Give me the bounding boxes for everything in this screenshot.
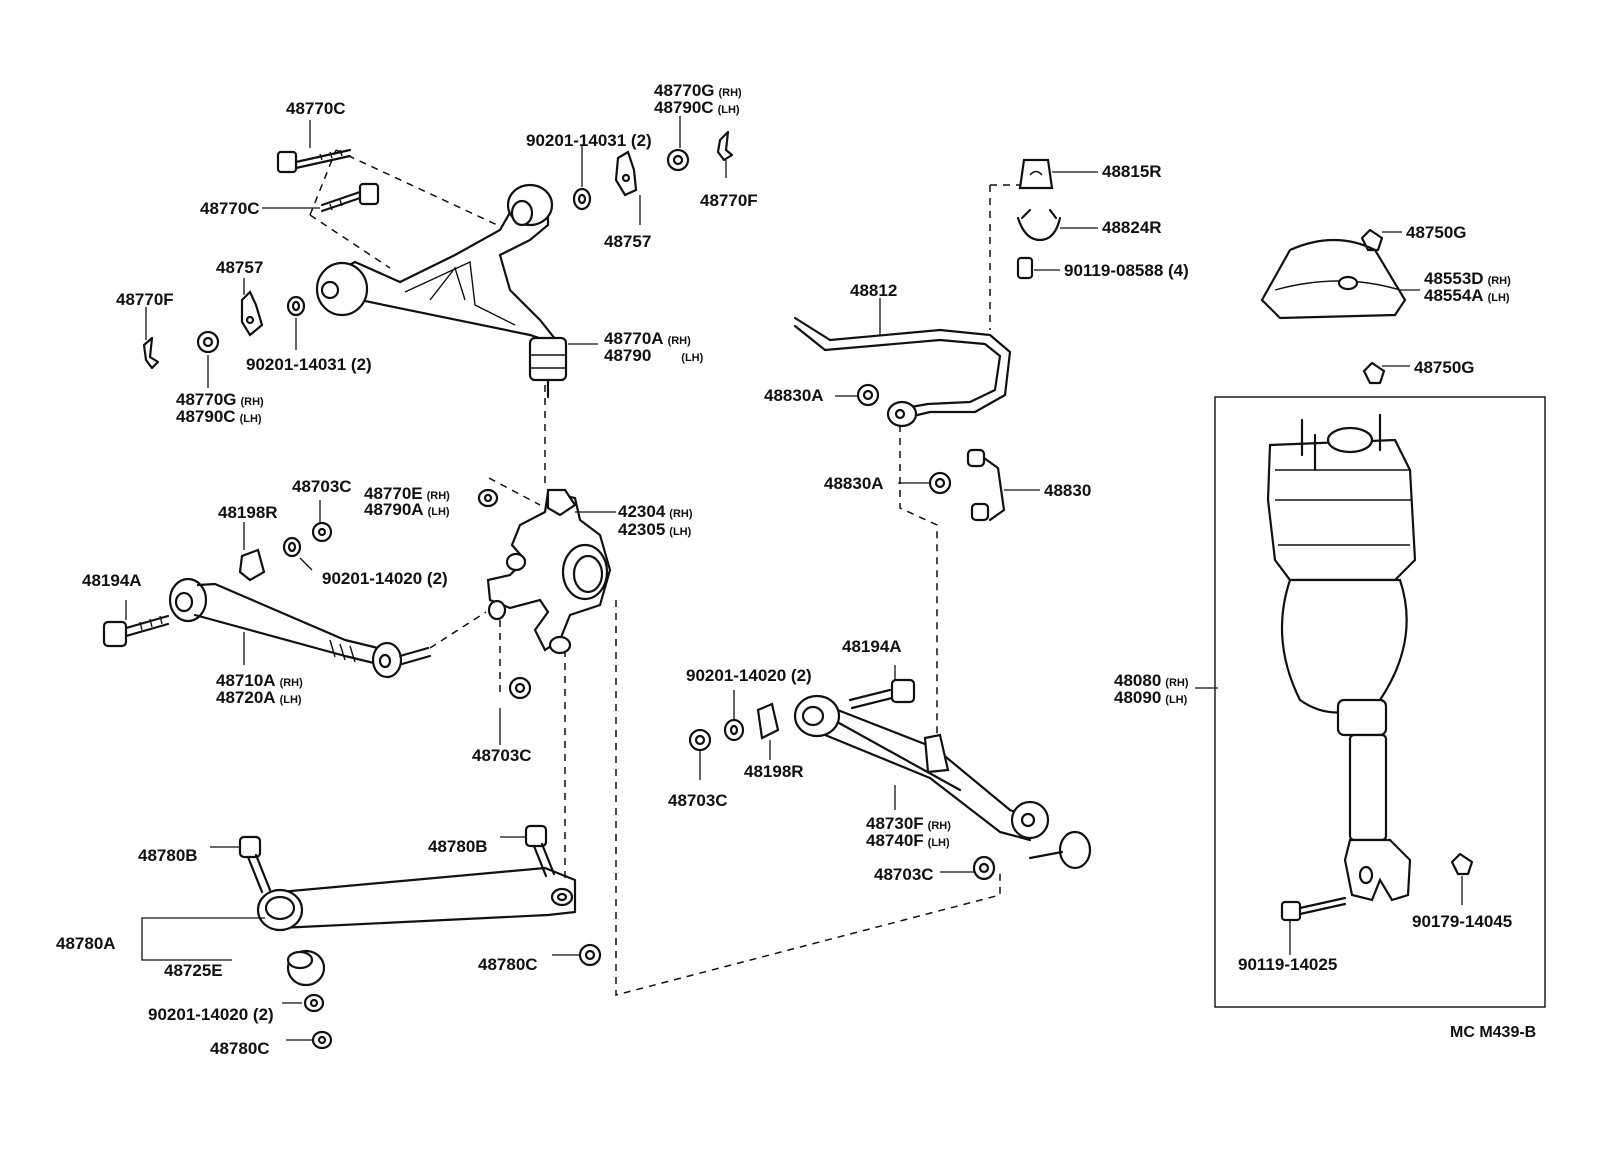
label-48703c-lower: 48703C: [874, 865, 934, 884]
label-48830a-top: 48830A: [764, 386, 824, 405]
label-48815r: 48815R: [1102, 162, 1162, 181]
label-48080: 48080(RH): [1114, 671, 1189, 690]
label-48770g-top: 48770G(RH): [654, 81, 742, 100]
label-48703c-mid: 48703C: [668, 791, 728, 810]
label-90201-14031-left: 90201-14031 (2): [246, 355, 372, 374]
label-48780b-left: 48780B: [138, 846, 198, 865]
label-48780a: 48780A: [56, 934, 116, 953]
label-48812: 48812: [850, 281, 898, 300]
label-48790c-top: 48790C(LH): [654, 98, 740, 117]
upper-control-arm: [315, 183, 568, 399]
label-90179-14045: 90179-14045: [1412, 912, 1513, 931]
label-42304: 42304(RH): [618, 502, 693, 521]
label-48710a: 48710A(RH): [216, 671, 303, 690]
label-48770c-mid: 48770C: [200, 199, 260, 218]
label-48770f-left: 48770F: [116, 290, 174, 309]
label-48750g-top: 48750G: [1406, 223, 1467, 242]
label-90119-08588: 90119-08588 (4): [1064, 261, 1189, 280]
label-48780c-bottom: 48780C: [210, 1039, 270, 1058]
label-48720a: 48720A(LH): [216, 688, 302, 707]
label-90201-14020-bottom: 90201-14020 (2): [148, 1005, 274, 1024]
lateral-link: [102, 521, 532, 700]
label-48824r: 48824R: [1102, 218, 1162, 237]
label-48780b-right: 48780B: [428, 837, 488, 856]
label-48770a: 48770A(RH): [604, 329, 691, 348]
leader-lines: [125, 116, 1463, 1041]
label-48770g-left: 48770G(RH): [176, 390, 264, 409]
trailing-arm: [238, 824, 602, 1050]
upper-bolts: [276, 148, 380, 213]
label-48198r-right: 48198R: [744, 762, 804, 781]
label-48725e: 48725E: [164, 961, 223, 980]
label-48730f: 48730F(RH): [866, 814, 951, 833]
label-48194a-left: 48194A: [82, 571, 142, 590]
label-48703c-upper: 48703C: [292, 477, 352, 496]
label-90201-14020-right: 90201-14020 (2): [686, 666, 812, 685]
label-48740f: 48740F(LH): [866, 831, 950, 850]
label-48198r-left: 48198R: [218, 503, 278, 522]
label-48750g-bottom: 48750G: [1414, 358, 1475, 377]
diagram-code: MC M439-B: [1450, 1024, 1537, 1041]
label-48830a-bottom: 48830A: [824, 474, 884, 493]
label-48194a-right: 48194A: [842, 637, 902, 656]
label-48554a: 48554A(LH): [1424, 286, 1510, 305]
label-48780c-right: 48780C: [478, 955, 538, 974]
label-48770f-right: 48770F: [700, 191, 758, 210]
upper-small-parts: [142, 130, 734, 370]
label-48790: 48790(LH): [604, 346, 704, 365]
label-48090: 48090(LH): [1114, 688, 1188, 707]
label-48770e: 48770E(RH): [364, 484, 450, 503]
steering-knuckle: [477, 488, 612, 655]
air-strut: [1214, 228, 1546, 1008]
label-48757-left: 48757: [216, 258, 264, 277]
label-90119-14025: 90119-14025: [1238, 955, 1338, 974]
label-48790a: 48790A(LH): [364, 500, 450, 519]
label-48770c-top: 48770C: [286, 99, 346, 118]
label-90201-14031-top: 90201-14031 (2): [526, 131, 652, 150]
label-90201-14020-upper: 90201-14020 (2): [322, 569, 448, 588]
label-48757-right: 48757: [604, 232, 652, 251]
stabilizer-bar: [793, 158, 1062, 522]
label-48553d: 48553D(RH): [1424, 269, 1511, 288]
lower-arm: [688, 678, 1092, 881]
label-48790c-left: 48790C(LH): [176, 407, 262, 426]
label-42305: 42305(LH): [618, 520, 692, 539]
label-48703c-knuckle: 48703C: [472, 746, 532, 765]
label-48830: 48830: [1044, 481, 1092, 500]
